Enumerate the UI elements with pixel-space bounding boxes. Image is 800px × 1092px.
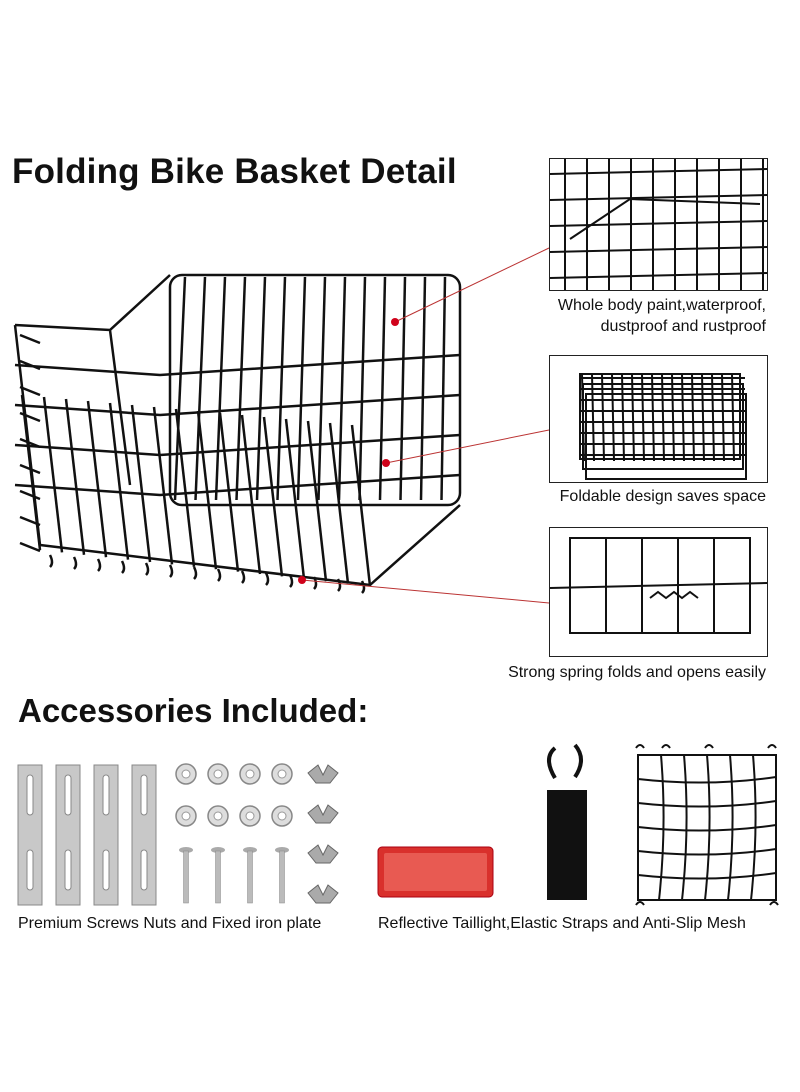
mesh-hook <box>661 744 671 749</box>
spring-detail-image <box>550 537 767 634</box>
basket-back-frame <box>168 273 462 507</box>
callout-dot <box>298 576 306 584</box>
basket-image <box>13 273 462 594</box>
basket-hook <box>72 556 78 570</box>
wing-nut <box>307 844 339 864</box>
detail-box-spring <box>549 527 768 657</box>
wing-nut <box>307 764 339 784</box>
basket-hook <box>288 574 294 588</box>
mesh-hook <box>767 744 777 749</box>
detail-box-paint <box>549 158 768 291</box>
callout-dot <box>382 459 390 467</box>
screw <box>275 847 289 853</box>
wire-detail-image <box>550 159 767 290</box>
accessories-right-caption: Reflective Taillight,Elastic Straps and … <box>378 915 746 932</box>
detail-caption-folded: Foldable design saves space <box>559 488 766 505</box>
wing-nut <box>307 804 339 824</box>
caption-line: dustproof and rustproof <box>600 318 766 335</box>
basket-hook <box>240 570 246 584</box>
basket-hook <box>144 562 150 576</box>
page-title: Folding Bike Basket Detail <box>12 152 457 191</box>
wing-nut <box>307 884 339 904</box>
accessories-heading: Accessories Included: <box>18 692 369 729</box>
strap-hook <box>547 743 583 780</box>
basket-hook <box>48 554 54 568</box>
detail-box-folded <box>549 355 768 483</box>
accessories-left-caption: Premium Screws Nuts and Fixed iron plate <box>18 915 322 932</box>
basket-hook <box>168 564 174 578</box>
basket-hook <box>192 566 198 580</box>
screw <box>211 847 225 853</box>
basket-hook <box>312 576 318 590</box>
callout-dot <box>391 318 399 326</box>
basket-hook <box>336 578 342 592</box>
detail-caption-spring: Strong spring folds and opens easily <box>508 664 766 681</box>
screw <box>243 847 257 853</box>
basket-hook <box>216 568 222 582</box>
basket-hook <box>360 580 366 594</box>
mesh-hook <box>635 901 645 906</box>
folded-basket-image <box>579 373 747 480</box>
basket-hook <box>120 560 126 574</box>
mesh-hook <box>704 744 714 749</box>
callout-lines <box>298 247 550 604</box>
caption-line: Whole body paint,waterproof, <box>557 297 766 314</box>
screw <box>179 847 193 853</box>
basket-hook <box>264 572 270 586</box>
elastic-strap <box>547 790 587 900</box>
accessories-image <box>17 743 779 906</box>
detail-caption-paint: Whole body paint,waterproof, dustproof a… <box>558 295 766 337</box>
mesh-hook <box>635 744 645 749</box>
mesh-hook <box>769 901 779 906</box>
basket-hook <box>96 558 102 572</box>
spring <box>649 590 699 600</box>
